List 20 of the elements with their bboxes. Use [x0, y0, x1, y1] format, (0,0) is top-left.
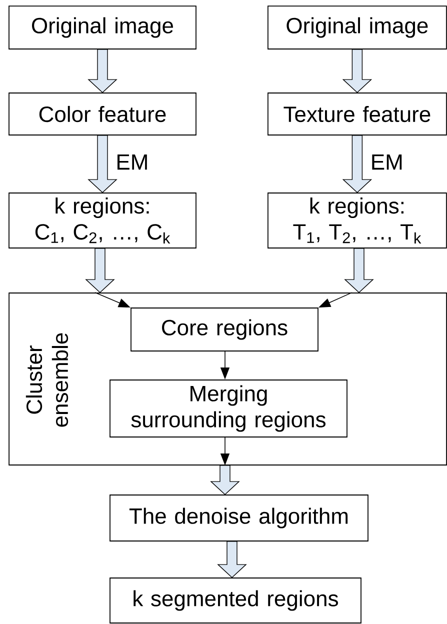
process-box: k segmented regions: [110, 578, 362, 624]
process-box: Core regions: [130, 308, 318, 352]
block-arrow: [210, 465, 240, 496]
block-arrow: [88, 49, 118, 94]
process-box: Color feature: [8, 92, 196, 136]
block-arrow: [217, 541, 247, 578]
process-box: k regions: C$_{1}$, C$_{2}$, …, C$_{k}$: [8, 192, 196, 248]
process-box: Original image: [268, 6, 447, 50]
process-box: The denoise algorithm: [110, 494, 368, 542]
block-arrow: [344, 248, 374, 294]
process-box: Merging surrounding regions: [110, 380, 348, 438]
process-box: Original image: [8, 6, 196, 50]
block-arrow: [342, 135, 372, 194]
edge-label: EM: [114, 153, 150, 171]
block-arrow: [342, 49, 372, 94]
block-arrow: [85, 248, 115, 294]
process-box: Texture feature: [268, 92, 447, 136]
edge-label: EM: [369, 153, 404, 171]
block-arrow: [88, 135, 118, 194]
process-box: k regions: T$_{1}$, T$_{2}$, …, T$_{k}$: [268, 192, 447, 248]
